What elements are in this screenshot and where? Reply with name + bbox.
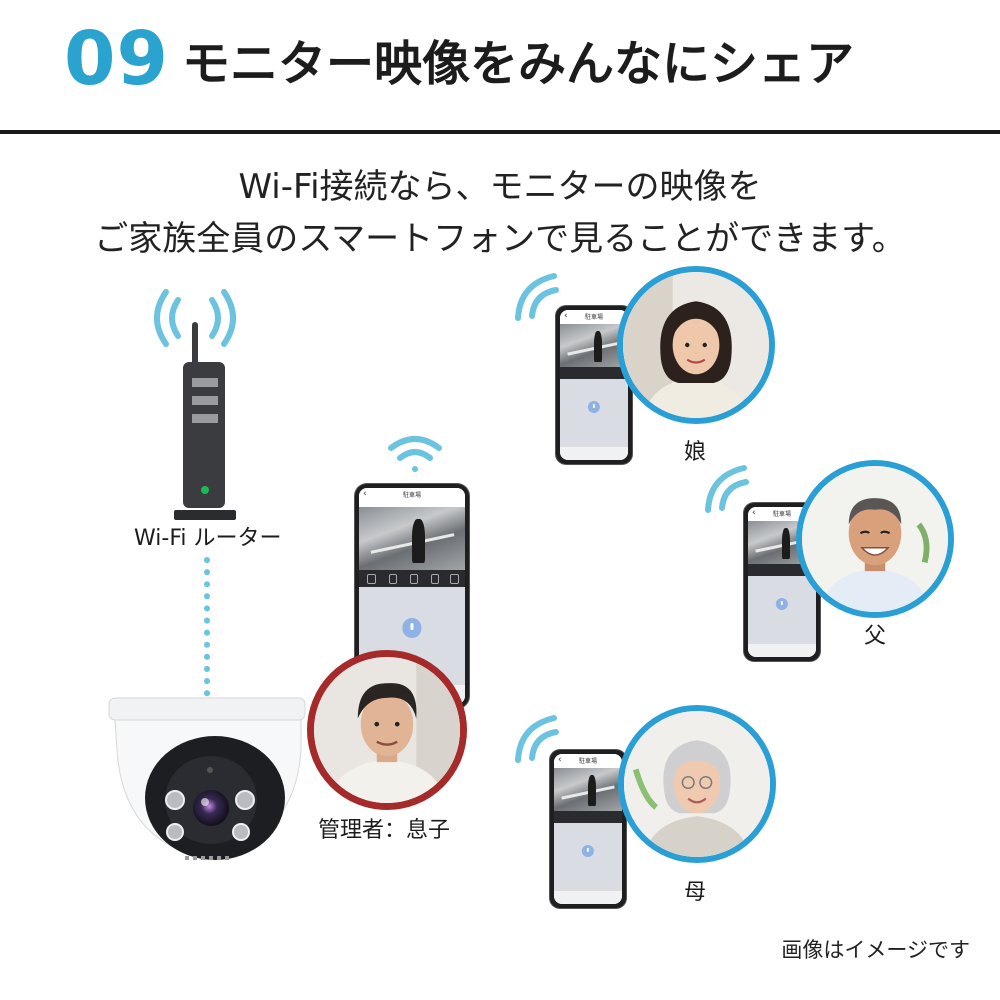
wifi-router-icon bbox=[174, 322, 236, 520]
wifi-signal-icon bbox=[515, 715, 559, 763]
wifi-signal-icon bbox=[154, 289, 236, 347]
intro-line-2: ご家族全員のスマートフォンで見ることができます。 bbox=[94, 219, 906, 259]
person-label-son: 管理者：息子 bbox=[318, 818, 451, 843]
section-number: 09 bbox=[64, 16, 169, 102]
person-label-daughter: 娘 bbox=[684, 440, 707, 465]
portrait-daughter bbox=[617, 266, 775, 424]
section-title: モニター映像をみんなにシェア bbox=[182, 36, 855, 92]
camera-feed bbox=[359, 507, 465, 571]
wifi-signal-icon bbox=[705, 465, 749, 513]
person-label-mother: 母 bbox=[684, 880, 707, 905]
dome-camera-icon bbox=[108, 697, 306, 860]
portrait-father bbox=[796, 460, 954, 618]
microphone-icon bbox=[587, 400, 601, 413]
router-label: Wi-Fi ルーター bbox=[134, 526, 282, 551]
microphone-icon bbox=[775, 597, 789, 610]
portrait-son bbox=[307, 650, 467, 810]
smartphone-daughter: ‹駐車場 bbox=[556, 306, 632, 464]
wifi-signal-icon bbox=[515, 273, 559, 321]
intro-line-1: Wi-Fi接続なら、モニターの映像を bbox=[238, 167, 762, 207]
image-disclaimer: 画像はイメージです bbox=[781, 938, 970, 962]
person-label-father: 父 bbox=[864, 624, 887, 649]
portrait-mother bbox=[618, 705, 776, 863]
microphone-icon bbox=[402, 618, 422, 638]
smartphone-mother: ‹駐車場 bbox=[550, 750, 626, 908]
microphone-icon bbox=[581, 844, 595, 857]
wifi-signal-icon bbox=[388, 436, 442, 472]
header-divider bbox=[0, 130, 1000, 134]
connection-line bbox=[204, 557, 210, 701]
